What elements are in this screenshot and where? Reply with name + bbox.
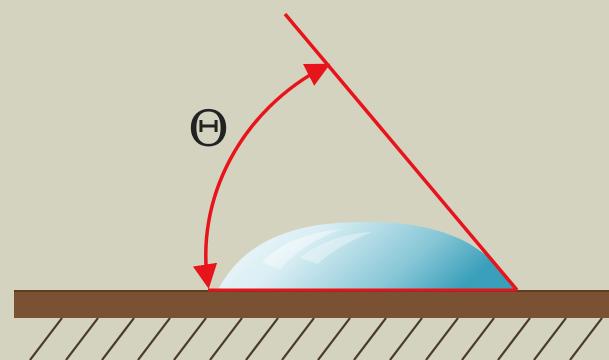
tangent-line [283, 12, 519, 292]
ground-hatching [29, 317, 603, 360]
liquid-droplet [218, 221, 516, 290]
angle-arc [192, 63, 331, 289]
solid-surface [14, 291, 609, 318]
angle-theta-label: Θ [188, 100, 229, 158]
